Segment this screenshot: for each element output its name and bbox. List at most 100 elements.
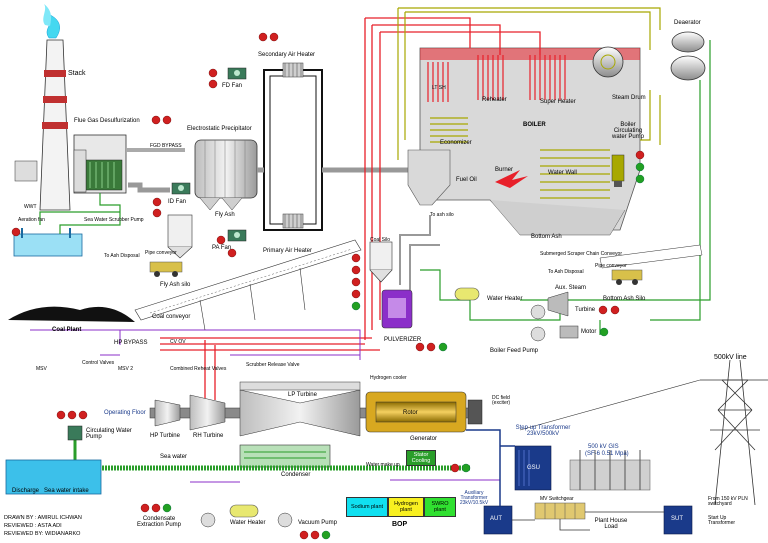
swro-plant-box: SWRO plant: [424, 497, 456, 517]
gsu-label: GSU: [527, 465, 541, 471]
fgd-to-wwt-pipe: [59, 193, 121, 234]
ash-hopper: [407, 149, 451, 206]
lp-turbine-label: LP Turbine: [288, 392, 317, 398]
msv-2-label: MSV 2: [118, 366, 134, 372]
burner-flame: [495, 170, 528, 188]
mv-switchgear-unit: [534, 502, 586, 520]
flue-duct-to-stack: [128, 182, 170, 193]
gsu-transformer: [514, 445, 552, 491]
aeration-fan-label: Aeration fan: [18, 217, 45, 223]
secondary-air-heater-label: Secondary Air Heater: [258, 52, 316, 58]
aux-power-lines: [512, 511, 664, 531]
generator-unit: [365, 391, 467, 433]
fd-fan-label: FD Fan: [222, 83, 243, 89]
combined-reheat-label: Combined Reheat Valves: [170, 366, 227, 372]
to-ash-silo-label: To ash silo: [430, 212, 454, 218]
lp-turbine-unit: [239, 381, 361, 437]
bottom-ash-silo-unit: [599, 244, 703, 285]
pipe-conveyor-left-label: Pipe conveyor: [145, 250, 177, 256]
fgd-unit: [73, 134, 127, 194]
pulverizer-unit: [381, 289, 413, 329]
bottom-ash-label: Bottom Ash: [531, 234, 562, 240]
start-up-transformer-label: Start Up Transformer: [708, 515, 736, 526]
pulverizer-piping: [399, 215, 440, 290]
feed-water-heater-unit: [454, 287, 480, 301]
aut-transformer: [483, 505, 513, 535]
turbine-small-label: Turbine: [575, 307, 596, 313]
water-heater-top-label: Water Heater: [487, 296, 523, 302]
stack: [39, 4, 71, 211]
step-up-transformer-label: Step up Transformer 23kV/500kV: [515, 425, 571, 437]
to-ash-disposal-left-label: To Ash Disposal: [104, 253, 140, 259]
pipe-conveyor-right-label: Pipe conveyor: [595, 263, 627, 269]
credit-reviewed-by: REVIEWED BY: WIDIANARKO: [4, 531, 81, 537]
steam-piping: [160, 17, 541, 400]
generator-label: Generator: [410, 436, 438, 442]
gis-equipment: [569, 450, 651, 491]
fgd-label: Flue Gas Desulfurization: [74, 118, 140, 124]
economizer-coil: [430, 117, 468, 143]
economizer-label: Economizer: [440, 140, 472, 146]
motor-label: Motor: [581, 329, 597, 335]
hp-turbine-label: HP Turbine: [150, 433, 180, 439]
coal-conveyor-label: Coal conveyor: [152, 314, 191, 320]
boiler-circ-pump-unit: [611, 154, 625, 187]
credits: DRAWN BY : AMIRUL ICHWAN REVIEWED : ASTA…: [4, 514, 82, 538]
rh-turbine-unit: [189, 394, 226, 431]
stator-cooling-box: Stator Cooling: [406, 450, 436, 466]
hv-line: [519, 379, 701, 431]
boiler-circ-pump-label: Boiler Circulating water Pump: [611, 122, 644, 140]
status-lights: [11, 32, 645, 540]
secondary-air-heater-unit: [282, 62, 304, 78]
fuel-oil-label: Fuel Oil: [456, 177, 477, 183]
condensate-pump-unit: [200, 512, 216, 528]
steam-drum-label: Steam Drum: [612, 95, 646, 101]
credit-reviewed: REVIEWED : ASTA ADI: [4, 523, 62, 529]
pa-fan-label: PA Fan: [212, 245, 232, 251]
aux-steam-label: Aux. Steam: [555, 285, 587, 291]
hydrogen-plant-box: Hydrogen plant: [388, 497, 424, 517]
id-fan: [171, 182, 191, 195]
boiler-body: [419, 47, 641, 236]
scrubber-pump-label: Sea Water Scrubber Pump: [84, 217, 144, 223]
msv-label: MSV: [36, 366, 47, 372]
fly-ash-label: Fly Ash: [215, 212, 235, 218]
condenser-unit: [239, 444, 331, 468]
exciter-unit: [467, 399, 483, 425]
coal-silo-label: Coal Silo: [370, 237, 391, 243]
hp-turbine-unit: [154, 399, 181, 427]
water-makeup-label: Water make up: [366, 462, 400, 468]
boiler-tubes: [427, 55, 566, 102]
blue-bus: [466, 429, 515, 506]
coal-conveyor-belt: [134, 239, 362, 331]
boiler-feed-pump-label: Boiler Feed Pump: [490, 348, 539, 354]
purple-piping: [30, 329, 500, 483]
coal-silo-unit: [369, 241, 393, 283]
feed-pump-unit: [530, 304, 546, 342]
coal-pile: [8, 306, 135, 322]
pa-fan-unit: [227, 229, 247, 242]
stack-label: Stack: [68, 70, 86, 77]
aux-transformer-label: Auxiliary Transformer 23kV/10.5kV: [459, 490, 489, 506]
fly-ash-silo-label: Fly Ash silo: [160, 282, 191, 288]
esp-label: Electrostatic Precipitator: [187, 126, 252, 132]
sut-label: SUT: [671, 516, 683, 522]
sodium-plant-box: Sodium plant: [346, 497, 388, 517]
steam-drum: [592, 46, 624, 78]
credit-drawn: DRAWN BY : AMIRUL ICHWAN: [4, 515, 82, 521]
dc-field-label: DC field (exciter): [492, 395, 511, 406]
deaerator-vessel: [670, 31, 706, 81]
motor-unit: [559, 325, 579, 339]
hp-bypass-label: HP BYPASS: [114, 340, 148, 346]
sut-transformer: [663, 505, 693, 535]
water-wall-label: Water Wall: [548, 170, 577, 176]
super-heater-label: Super Heater: [540, 99, 576, 105]
transmission-tower: [700, 359, 768, 506]
hydrogen-cooler-label: Hydrogen cooler: [370, 375, 407, 381]
vacuum-pump-unit: [277, 512, 293, 528]
rotor-label: Rotor: [403, 410, 418, 416]
condenser-label: Condenser: [281, 472, 311, 478]
water-heater-bottom-label: Water Heater: [230, 520, 266, 526]
burner-label: Burner: [495, 167, 514, 173]
